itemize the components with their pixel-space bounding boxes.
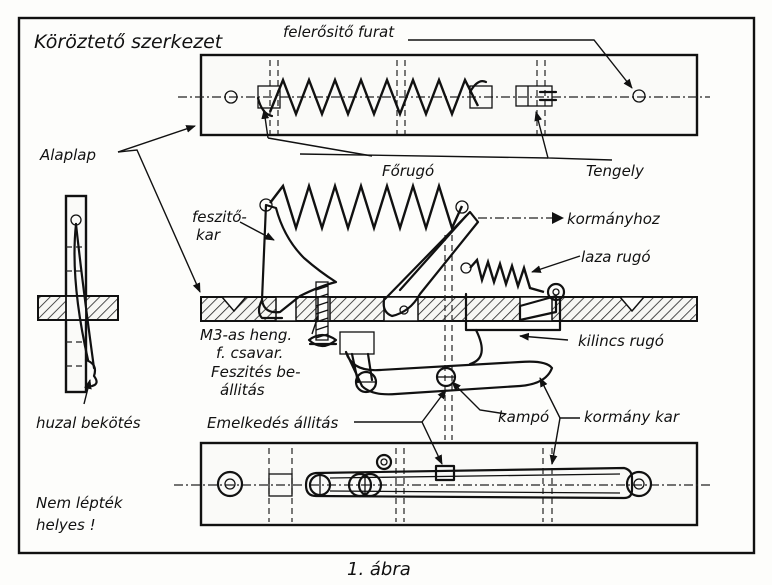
screw-label-2: f. csavar.	[216, 344, 283, 362]
top-left-hole	[224, 90, 238, 104]
mounting-hole-label: felerősitő furat	[283, 23, 395, 41]
leader-lines	[83, 39, 633, 465]
rudder-lever-label: kormány kar	[584, 408, 680, 426]
latch-spring-label: kilincs rugó	[578, 332, 664, 350]
figure-caption: 1. ábra	[347, 559, 411, 580]
adjust-screw	[307, 281, 338, 348]
tension-adjust-label-2: állitás	[220, 381, 265, 399]
bottom-view	[174, 441, 712, 527]
screw-label-1: M3-as heng.	[200, 326, 292, 344]
hook-lever	[344, 350, 554, 396]
diagram-title: Köröztető szerkezet	[34, 31, 224, 53]
lift-adjust-label: Emelkedés állitás	[207, 414, 339, 432]
top-view	[178, 53, 710, 137]
base-plate-label: Alaplap	[39, 146, 96, 164]
not-to-scale-label-1: Nem lépték	[36, 494, 124, 512]
labels: Köröztető szerkezet felerősitő furat Ala…	[34, 23, 680, 580]
axle-label: Tengely	[586, 162, 645, 180]
mounting-hole	[632, 89, 646, 103]
tension-lever-label-1: feszitő-	[192, 208, 247, 226]
main-spring-label: Főrugó	[382, 162, 434, 180]
bottom-base-plate	[199, 441, 699, 527]
lever-top-view	[304, 466, 634, 500]
rudder-arm	[382, 210, 480, 318]
not-to-scale-label-2: helyes !	[36, 516, 96, 534]
loose-spring	[469, 257, 545, 294]
hook-label: kampó	[498, 408, 549, 426]
to-rudder-label: kormányhoz	[567, 210, 661, 228]
tension-lever-label-2: kar	[196, 226, 221, 244]
outer-frame	[17, 16, 756, 555]
top-base-plate	[199, 53, 699, 137]
left-detail-view	[37, 194, 119, 394]
tension-adjust-label-1: Feszités be-	[211, 363, 301, 381]
main-spring-top	[268, 76, 480, 118]
loose-spring-label: laza rugó	[581, 248, 651, 266]
main-spring-side	[269, 181, 464, 233]
side-view	[200, 181, 698, 440]
wire-binding-label: huzal bekötés	[36, 414, 141, 432]
tension-lever	[260, 203, 338, 314]
